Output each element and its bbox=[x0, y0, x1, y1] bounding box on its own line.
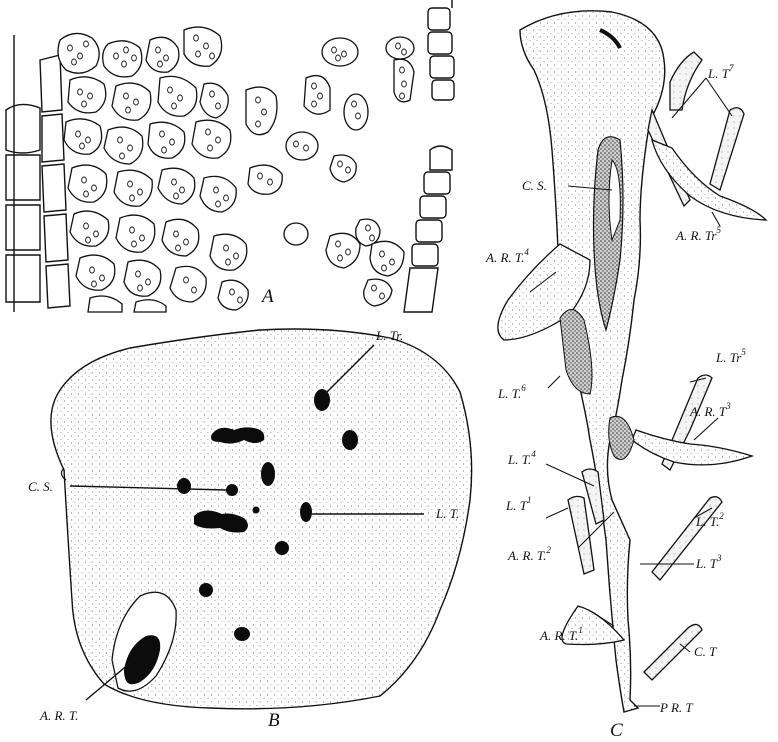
label-c-l-t7: L. T7 bbox=[707, 63, 734, 81]
main-body bbox=[520, 11, 665, 712]
wing-a-r-tr5 bbox=[652, 140, 766, 220]
label-c-a-r-t2: A. R. T.2 bbox=[507, 545, 551, 563]
label-c-a-r-t3: A. R. T3 bbox=[689, 401, 731, 419]
label-b-l-t: L. T. bbox=[435, 506, 459, 521]
bundle-c-s bbox=[226, 484, 238, 496]
label-b-a-r-t: A. R. T. bbox=[39, 708, 78, 723]
panel-b-section: L. Tr. C. S. L. T. A. R. T. B bbox=[28, 328, 472, 731]
bundle-dumbbell-top bbox=[211, 427, 264, 443]
label-c-a-r-t1: A. R. T.1 bbox=[539, 625, 583, 643]
panel-c-structure: L. T7 C. S. A. R. Tr5 A. R. T.4 L. Tr5 L… bbox=[485, 11, 766, 741]
cell-cluster bbox=[58, 27, 248, 312]
label-c-p-r-t: P R. T bbox=[659, 700, 693, 715]
label-c-a-r-tr5: A. R. Tr5 bbox=[675, 225, 721, 243]
label-c-l-t4: L. T.4 bbox=[507, 449, 536, 467]
panel-c-letter: C bbox=[610, 720, 623, 741]
wing-a-r-t3 bbox=[632, 430, 752, 465]
free-cells bbox=[246, 37, 414, 306]
panel-a-letter: A bbox=[260, 286, 274, 307]
label-c-c-t: C. T bbox=[694, 644, 717, 659]
label-c-l-t1: L. T1 bbox=[505, 495, 531, 513]
panel-a-tissue: A bbox=[6, 0, 454, 312]
label-c-l-t2: L. T.2 bbox=[695, 511, 724, 529]
panel-b-letter: B bbox=[268, 710, 280, 731]
bundle-l-t bbox=[300, 502, 312, 522]
epidermis-layer bbox=[6, 35, 70, 312]
label-c-a-r-t4: A. R. T.4 bbox=[485, 247, 529, 265]
label-c-l-t6: L. T.6 bbox=[497, 383, 526, 401]
label-c-l-t3: L. T3 bbox=[695, 553, 722, 571]
label-b-c-s: C. S. bbox=[28, 479, 53, 494]
label-b-l-tr: L. Tr. bbox=[375, 328, 403, 343]
label-c-l-tr5: L. Tr5 bbox=[715, 347, 746, 365]
label-c-c-s: C. S. bbox=[522, 178, 547, 193]
